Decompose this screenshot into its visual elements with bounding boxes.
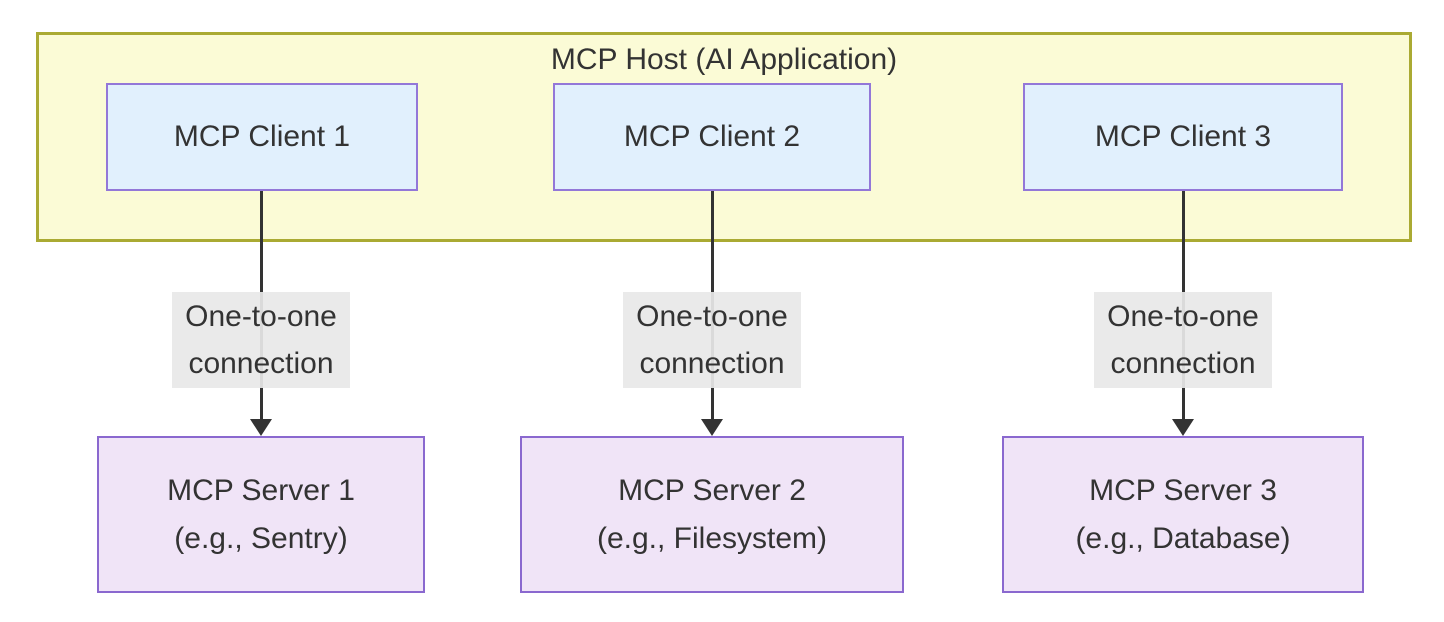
edge-label-line2: connection [639, 347, 785, 380]
mcp-server-2-node: MCP Server 2 (e.g., Filesystem) [520, 436, 904, 593]
mcp-client-2-label: MCP Client 2 [623, 120, 801, 153]
edge-label-line1: One-to-one [185, 300, 337, 333]
edge-label-connection-3: One-to-one connection [1094, 292, 1272, 388]
edge-label-line1: One-to-one [1107, 300, 1259, 333]
edge-label-connection-2: One-to-one connection [623, 292, 801, 388]
edge-label-line1: One-to-one [636, 300, 788, 333]
mcp-server-1-node: MCP Server 1 (e.g., Sentry) [97, 436, 425, 593]
arrowhead-down-icon [250, 419, 272, 436]
edge-label-line2: connection [1110, 347, 1256, 380]
mcp-server-3-label: MCP Server 3 [1089, 473, 1277, 507]
arrowhead-down-icon [1172, 419, 1194, 436]
mcp-client-3-label: MCP Client 3 [1094, 120, 1272, 153]
mcp-server-2-sublabel: (e.g., Filesystem) [596, 521, 828, 555]
mcp-server-3-sublabel: (e.g., Database) [1075, 521, 1291, 555]
mcp-server-1-sublabel: (e.g., Sentry) [174, 521, 348, 555]
mcp-host-title: MCP Host (AI Application) [550, 43, 898, 76]
mcp-client-2-node: MCP Client 2 [553, 83, 871, 191]
edge-label-connection-1: One-to-one connection [172, 292, 350, 388]
arrowhead-down-icon [701, 419, 723, 436]
mcp-server-2-label: MCP Server 2 [618, 473, 806, 507]
mcp-client-1-node: MCP Client 1 [106, 83, 418, 191]
mcp-server-3-node: MCP Server 3 (e.g., Database) [1002, 436, 1364, 593]
mcp-client-1-label: MCP Client 1 [173, 120, 351, 153]
mcp-client-3-node: MCP Client 3 [1023, 83, 1343, 191]
edge-label-line2: connection [188, 347, 334, 380]
mcp-server-1-label: MCP Server 1 [167, 473, 355, 507]
